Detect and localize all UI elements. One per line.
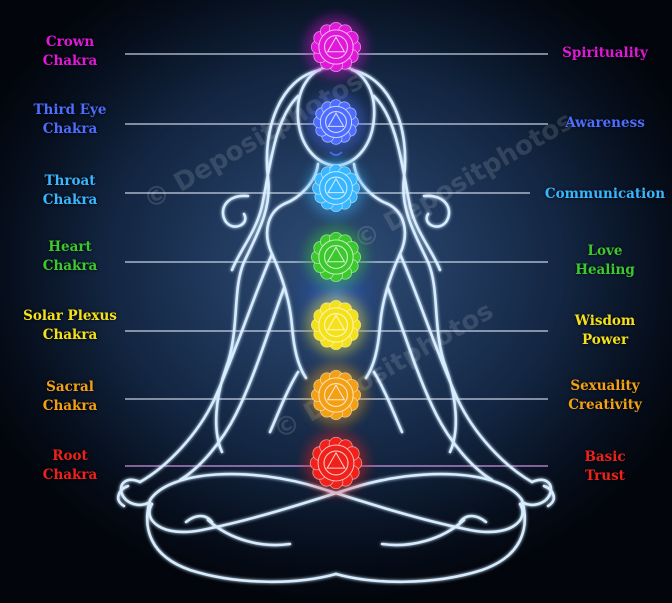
- label-line: Chakra: [42, 258, 98, 274]
- quality-line: Power: [581, 332, 629, 348]
- label-line: Heart: [48, 239, 92, 255]
- chakra-symbol-heart: [306, 227, 366, 287]
- quality-line: Spirituality: [562, 45, 648, 61]
- chakra-symbols: [305, 17, 367, 494]
- quality-line: Trust: [585, 468, 625, 484]
- label-line: Chakra: [42, 467, 98, 483]
- chakra-symbol-crown: [306, 17, 366, 77]
- quality-communication: Communication: [539, 185, 671, 204]
- quality-line: Communication: [544, 186, 666, 202]
- label-root-chakra: Root Chakra: [10, 447, 130, 485]
- label-line: Sacral: [46, 379, 94, 395]
- quality-awareness: Awareness: [539, 114, 671, 133]
- label-third-eye-chakra: Third Eye Chakra: [10, 101, 130, 139]
- chakra-symbol-third: [308, 94, 364, 150]
- quality-basic-trust: Basic Trust: [539, 448, 671, 486]
- label-line: Chakra: [42, 121, 98, 137]
- quality-love-healing: Love Healing: [539, 242, 671, 280]
- chakra-symbol-sacral: [306, 365, 366, 425]
- quality-line: Creativity: [568, 397, 642, 413]
- quality-spirituality: Spirituality: [539, 44, 671, 63]
- quality-line: Love: [587, 243, 623, 259]
- label-line: Root: [52, 448, 88, 464]
- chakra-symbol-throat: [307, 159, 365, 217]
- label-heart-chakra: Heart Chakra: [10, 238, 130, 276]
- figure-outline: [116, 64, 556, 584]
- label-line: Crown: [45, 34, 95, 50]
- quality-line: Healing: [575, 262, 635, 278]
- label-sacral-chakra: Sacral Chakra: [10, 378, 130, 416]
- quality-line: Wisdom: [574, 313, 636, 329]
- chakra-symbol-solar: [306, 295, 366, 355]
- label-line: Solar Plexus: [23, 308, 117, 324]
- label-crown-chakra: Crown Chakra: [10, 33, 130, 71]
- label-throat-chakra: Throat Chakra: [10, 172, 130, 210]
- quality-wisdom-power: Wisdom Power: [539, 312, 671, 350]
- quality-sexuality-creativity: Sexuality Creativity: [539, 377, 671, 415]
- label-solar-plexus-chakra: Solar Plexus Chakra: [10, 307, 130, 345]
- label-line: Throat: [44, 173, 96, 189]
- label-line: Chakra: [42, 53, 98, 69]
- label-line: Chakra: [42, 327, 98, 343]
- label-line: Chakra: [42, 398, 98, 414]
- label-line: Third Eye: [33, 102, 107, 118]
- quality-line: Basic: [584, 449, 626, 465]
- quality-line: Sexuality: [570, 378, 640, 394]
- quality-line: Awareness: [565, 115, 645, 131]
- label-line: Chakra: [42, 192, 98, 208]
- chakra-symbol-root: [305, 432, 367, 494]
